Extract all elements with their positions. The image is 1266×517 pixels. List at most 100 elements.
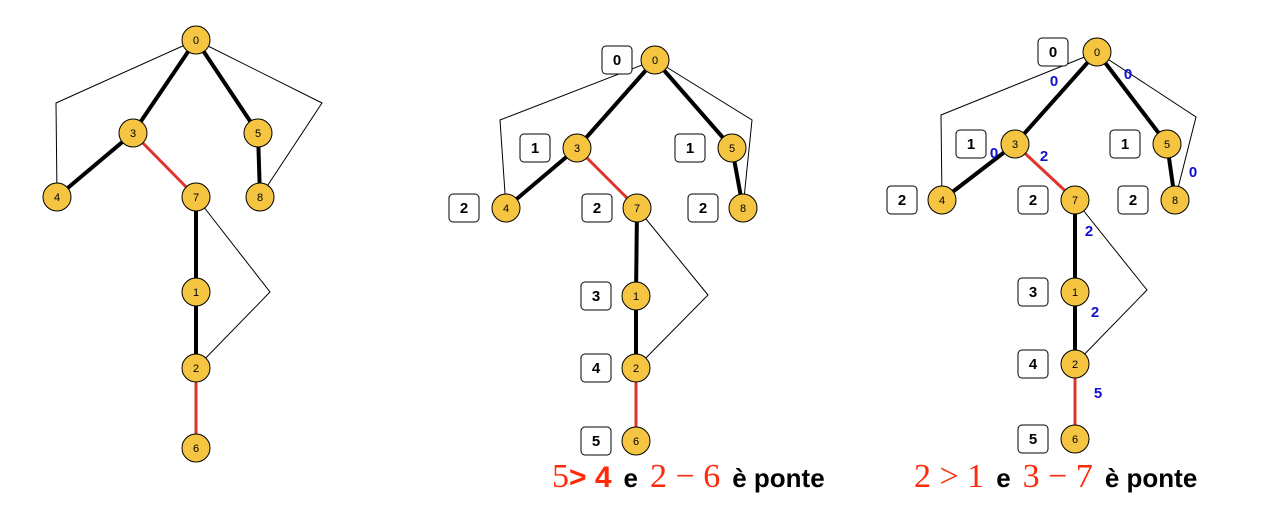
node-6 bbox=[181, 433, 211, 463]
node-5 bbox=[717, 133, 747, 163]
tree-edge-3-4 bbox=[940, 142, 1017, 202]
dfs-number-5: 1 bbox=[686, 140, 694, 157]
node-label-2: 2 bbox=[633, 363, 639, 375]
dfs-box-2 bbox=[580, 353, 612, 383]
low-value-3-7: 2 bbox=[1040, 148, 1048, 165]
node-1 bbox=[1060, 277, 1090, 307]
node-6 bbox=[621, 426, 651, 456]
caption2-edge: 3 − 7 bbox=[1022, 458, 1093, 495]
node-label-1: 1 bbox=[1072, 287, 1078, 299]
tree-edge-0-3 bbox=[575, 58, 657, 150]
dfs-box-3 bbox=[519, 133, 551, 163]
caption2-verdict: è ponte bbox=[1104, 463, 1198, 493]
node-label-3: 3 bbox=[574, 143, 580, 155]
dfs-box-4 bbox=[886, 185, 918, 215]
dfs-box-7 bbox=[581, 193, 613, 223]
node-7 bbox=[1060, 185, 1090, 215]
dfs-number-7: 2 bbox=[593, 200, 601, 217]
node-4 bbox=[927, 185, 957, 215]
node-7 bbox=[622, 193, 652, 223]
dfs-number-7: 2 bbox=[1029, 192, 1037, 209]
dfs-box-3 bbox=[955, 129, 987, 159]
dfs-box-6 bbox=[580, 426, 612, 456]
node-0 bbox=[181, 25, 211, 55]
node-6 bbox=[1060, 424, 1090, 454]
dfs-box-8 bbox=[687, 193, 719, 223]
low-value-0-5: 0 bbox=[1124, 66, 1132, 83]
dfs-box-5 bbox=[674, 133, 706, 163]
caption1-comparison: > 4 bbox=[569, 461, 612, 494]
node-label-2: 2 bbox=[193, 363, 199, 375]
node-label-1: 1 bbox=[633, 291, 639, 303]
back-edge-0-4 bbox=[499, 59, 656, 209]
caption1-conjunction: e bbox=[623, 463, 639, 493]
node-label-5: 5 bbox=[729, 143, 735, 155]
node-8 bbox=[245, 182, 275, 212]
node-label-6: 6 bbox=[1072, 434, 1078, 446]
dfs-number-8: 2 bbox=[699, 200, 707, 217]
back-edge-0-4 bbox=[55, 39, 197, 198]
dfs-box-1 bbox=[580, 281, 612, 311]
tree-edge-0-5 bbox=[194, 38, 260, 135]
node-7 bbox=[181, 182, 211, 212]
dfs-number-4: 2 bbox=[898, 192, 906, 209]
dfs-box-6 bbox=[1017, 424, 1049, 454]
caption2-conjunction: e bbox=[996, 463, 1011, 493]
dfs-box-8 bbox=[1117, 185, 1149, 215]
node-2 bbox=[1060, 349, 1090, 379]
node-label-5: 5 bbox=[1164, 139, 1170, 151]
dfs-box-0 bbox=[1037, 37, 1069, 67]
dfs-number-1: 3 bbox=[1029, 284, 1037, 301]
low-value-3-4: 0 bbox=[990, 145, 998, 162]
node-label-6: 6 bbox=[193, 443, 199, 455]
node-label-4: 4 bbox=[939, 195, 945, 207]
dfs-number-2: 4 bbox=[1029, 356, 1038, 373]
caption1-edge: 2 − 6 bbox=[650, 458, 721, 495]
node-3 bbox=[1000, 129, 1030, 159]
node-label-5: 5 bbox=[255, 128, 261, 140]
node-8 bbox=[1160, 185, 1190, 215]
node-0 bbox=[640, 45, 670, 75]
back-edge-7-2 bbox=[195, 196, 271, 369]
caption1-verdict: è ponte bbox=[732, 463, 825, 493]
dfs-number-6: 5 bbox=[592, 433, 600, 450]
tree-edge-0-5 bbox=[653, 58, 734, 150]
dfs-number-4: 2 bbox=[460, 200, 468, 217]
node-label-6: 6 bbox=[633, 436, 639, 448]
tree-edge-0-3 bbox=[1013, 50, 1099, 146]
low-value-2-6: 5 bbox=[1094, 385, 1102, 402]
node-3 bbox=[118, 118, 148, 148]
dfs-box-0 bbox=[601, 45, 633, 75]
node-0 bbox=[1082, 37, 1112, 67]
node-label-8: 8 bbox=[740, 203, 746, 215]
dfs-box-2 bbox=[1017, 349, 1049, 379]
tree-edge-0-5 bbox=[1095, 50, 1169, 146]
node-label-3: 3 bbox=[1012, 139, 1018, 151]
back-edge-7-2 bbox=[1074, 199, 1148, 365]
caption-bridge-2-6: 5> 4 e 2 − 6 è ponte bbox=[552, 458, 825, 496]
low-value-1-2: 2 bbox=[1091, 304, 1099, 321]
node-label-7: 7 bbox=[634, 203, 640, 215]
caption1-dfs-value: 5 bbox=[552, 458, 569, 495]
node-label-0: 0 bbox=[193, 35, 199, 47]
dfs-box-5 bbox=[1109, 129, 1141, 159]
back-edge-0-8 bbox=[654, 59, 753, 209]
bridge-edge-3-7 bbox=[131, 131, 198, 199]
tree-edge-3-4 bbox=[504, 146, 579, 210]
node-label-3: 3 bbox=[130, 128, 136, 140]
node-2 bbox=[621, 353, 651, 383]
dfs-number-5: 1 bbox=[1121, 136, 1129, 153]
node-label-8: 8 bbox=[1172, 195, 1178, 207]
low-value-0-3: 0 bbox=[1050, 73, 1058, 90]
node-label-0: 0 bbox=[1094, 47, 1100, 59]
node-label-7: 7 bbox=[193, 192, 199, 204]
dfs-number-0: 0 bbox=[613, 52, 621, 69]
caption2-comparison: 2 > 1 bbox=[914, 458, 985, 495]
dfs-number-2: 4 bbox=[592, 360, 601, 377]
node-label-4: 4 bbox=[54, 192, 60, 204]
node-label-2: 2 bbox=[1072, 359, 1078, 371]
node-8 bbox=[728, 193, 758, 223]
